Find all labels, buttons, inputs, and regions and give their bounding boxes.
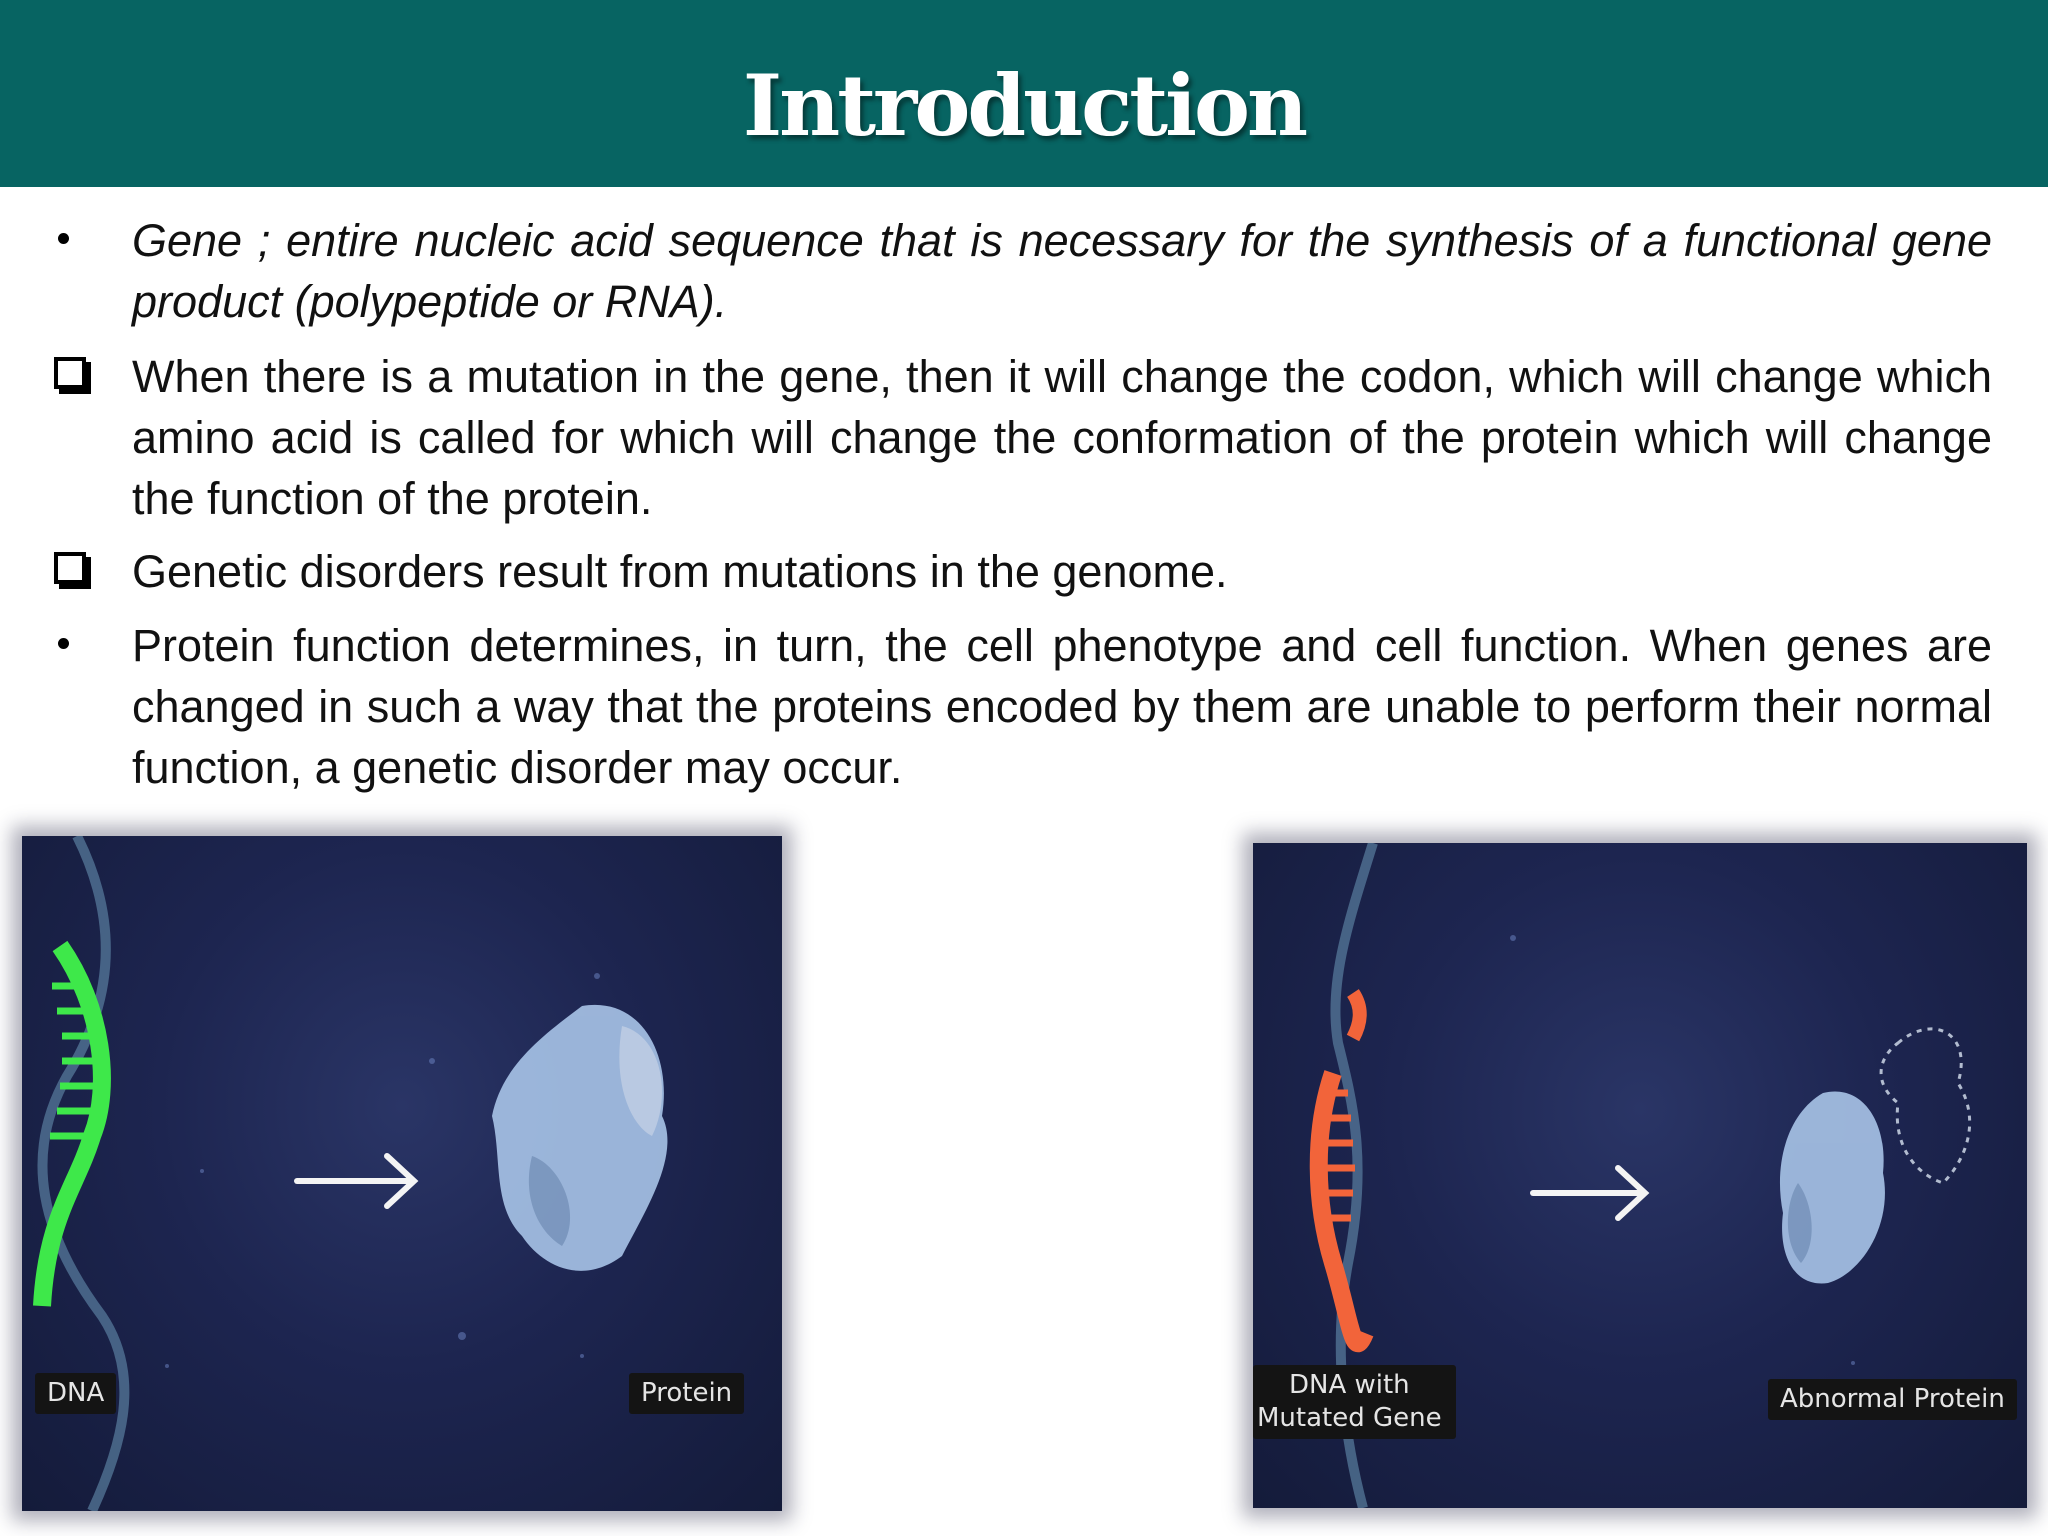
checkbox-bullet-icon [54,541,94,602]
bullet-item-1: Gene ; entire nucleic acid sequence that… [0,210,2048,332]
bullet-text: Gene ; entire nucleic acid sequence that… [132,215,1992,327]
mutated-dna-label-line2: Mutated Gene [1257,1403,1442,1433]
mutated-gene-graphic [1309,843,1972,1508]
bullet-text: Protein function determines, in turn, th… [132,620,1992,793]
mutated-dna-label: DNA with Mutated Gene [1253,1365,1456,1439]
dna-label: DNA [35,1373,117,1414]
round-bullet-icon [54,210,94,271]
bullet-list: Gene ; entire nucleic acid sequence that… [0,210,2048,810]
normal-gene-graphic [33,836,668,1511]
mutated-dna-label-line1: DNA with [1288,1370,1410,1400]
bullet-item-3: Genetic disorders result from mutations … [0,541,2048,602]
bullet-text: Genetic disorders result from mutations … [132,546,1228,597]
bullet-item-4: Protein function determines, in turn, th… [0,615,2048,798]
protein-label: Protein [629,1373,745,1414]
mutated-gene-illustration: DNA with Mutated Gene Abnormal Protein [1253,843,2027,1508]
bullet-text: When there is a mutation in the gene, th… [132,351,1992,524]
normal-gene-illustration: DNA Protein [22,836,782,1511]
round-bullet-icon [54,615,94,676]
slide-title: Introduction [742,56,1308,155]
checkbox-bullet-icon [54,346,94,407]
abnormal-protein-label: Abnormal Protein [1768,1379,2017,1420]
title-bar [0,0,2048,187]
bullet-item-2: When there is a mutation in the gene, th… [0,346,2048,529]
